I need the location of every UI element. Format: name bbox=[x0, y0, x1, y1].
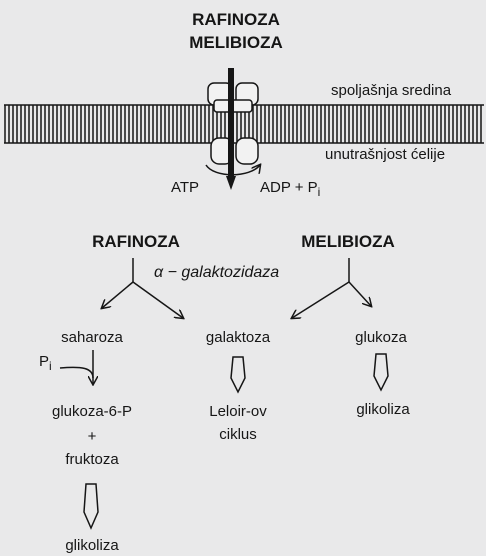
pi-text: P bbox=[39, 353, 49, 370]
enzyme-label: α − galaktozidaza bbox=[154, 265, 279, 281]
substrate-rafinoza: RAFINOZA bbox=[92, 233, 180, 250]
glikoliza-right: glikoliza bbox=[356, 402, 409, 417]
hollow-arrow-icon bbox=[231, 357, 245, 392]
hollow-arrow-icon bbox=[84, 484, 98, 528]
product-fruktoza: fruktoza bbox=[65, 452, 118, 467]
inside-label: unutrašnjost ćelije bbox=[325, 147, 445, 162]
pi-subscript: i bbox=[49, 359, 52, 373]
product-glukoza-6-p: glukoza-6-P bbox=[52, 404, 132, 419]
adp-label: ADP + Pi bbox=[260, 180, 320, 198]
substrate-melibioza: MELIBIOZA bbox=[301, 233, 395, 250]
split-arrow-icon bbox=[292, 258, 371, 318]
top-label-rafinoza: RAFINOZA bbox=[192, 11, 280, 28]
glikoliza-left: glikoliza bbox=[65, 538, 118, 553]
product-saharoza: saharoza bbox=[61, 330, 123, 345]
plus-sign: + bbox=[88, 429, 97, 444]
pi-label: Pi bbox=[39, 354, 52, 372]
leloir-label-line2: ciklus bbox=[219, 427, 257, 442]
adp-text: ADP + P bbox=[260, 179, 318, 196]
atp-label: ATP bbox=[171, 180, 199, 195]
outside-label: spoljašnja sredina bbox=[331, 83, 451, 98]
product-galaktoza: galaktoza bbox=[206, 330, 270, 345]
top-label-melibioza: MELIBIOZA bbox=[189, 34, 283, 51]
product-glukoza: glukoza bbox=[355, 330, 407, 345]
hollow-arrow-icon bbox=[374, 354, 388, 390]
pi-phosphorylation-arrow bbox=[60, 350, 93, 384]
leloir-label-line1: Leloir-ov bbox=[209, 404, 267, 419]
adp-subscript: i bbox=[318, 185, 321, 199]
